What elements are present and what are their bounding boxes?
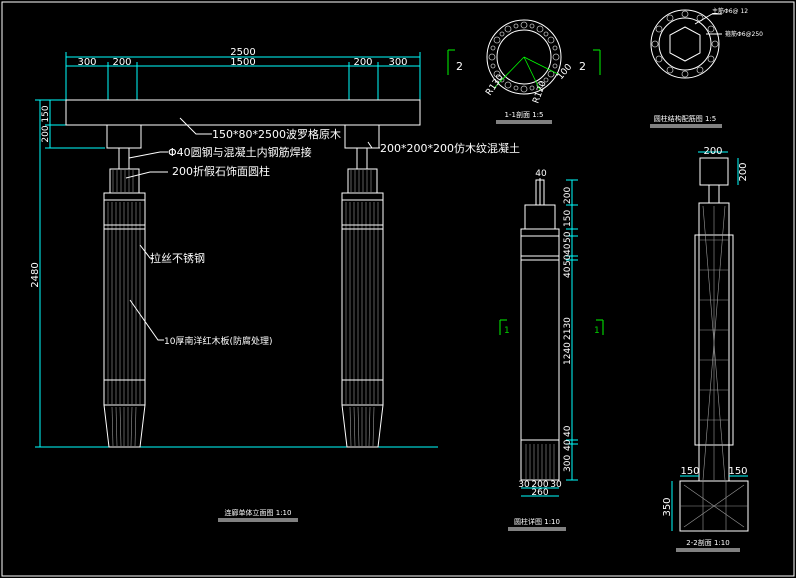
s22-top-dim: 200 xyxy=(703,146,722,157)
elevation-view: 2500 300 200 1500 200 300 200 150 2480 xyxy=(30,47,520,522)
col-dim-2130: 2130 xyxy=(563,317,573,340)
radius-100: 100 xyxy=(556,62,575,82)
col-bottom-30a: 30 xyxy=(518,480,530,490)
callout-steel: Φ40圆钢与混凝土内钢筋焊接 xyxy=(168,145,312,159)
structure-note-main-bar: 主筋Φ6@ 12 xyxy=(712,7,748,15)
col-dim-300: 300 xyxy=(563,455,573,472)
col-dim-50b: 50 xyxy=(563,254,573,266)
dim-seg-3: 1500 xyxy=(230,57,255,68)
right-column xyxy=(341,124,384,448)
dim-left-top: 200 150 xyxy=(41,105,51,142)
dim-seg-4: 200 xyxy=(353,57,372,68)
dim-seg-5: 300 xyxy=(388,57,407,68)
callout-column: 200折假石饰面圆柱 xyxy=(172,164,270,178)
col-section-mark-right: 1 xyxy=(594,326,600,336)
s22-right-dim: 200 xyxy=(738,162,749,181)
col-dim-40a: 40 xyxy=(563,243,573,255)
col-dim-150: 150 xyxy=(563,210,573,227)
section-1-1: R130 R120 100 2 2 1-1剖面 1:5 xyxy=(447,19,601,124)
column-top-dim: 40 xyxy=(535,169,547,179)
column-detail-title: 圆柱详图 1:10 xyxy=(514,517,560,526)
col-dim-50a: 50 xyxy=(563,231,573,243)
s22-base-dim-right: 150 xyxy=(728,466,747,477)
col-dim-40c: 40 xyxy=(563,425,573,437)
radius-r130: R130 xyxy=(484,73,506,98)
callout-beam: 150*80*2500波罗格原木 xyxy=(212,127,341,141)
radius-r120: R120 xyxy=(531,79,549,105)
structure-note-stirrup: 箍筋Φ6@250 xyxy=(725,30,763,38)
s22-base-height: 350 xyxy=(662,497,673,516)
col-section-mark-left: 1 xyxy=(504,326,510,336)
col-bottom-30b: 30 xyxy=(550,480,562,490)
structure-section: 主筋Φ6@ 12 箍筋Φ6@250 圆柱结构配筋图 1:5 xyxy=(650,7,763,128)
col-dim-40b: 40 xyxy=(563,266,573,278)
s22-base-dim-left: 150 xyxy=(680,466,699,477)
callout-stainless: 拉丝不锈钢 xyxy=(150,251,205,265)
col-dim-200: 200 xyxy=(563,187,573,204)
callout-wood: 10厚南洋红木板(防腐处理) xyxy=(164,335,272,347)
section22-title: 2-2剖面 1:10 xyxy=(686,538,729,547)
section-label-2-left: 2 xyxy=(456,60,463,73)
dim-total-2500: 2500 xyxy=(230,47,255,58)
left-column xyxy=(103,124,146,448)
section-label-2-right: 2 xyxy=(579,60,586,73)
elevation-title: 连廊单体立面图 1:10 xyxy=(225,508,292,517)
dim-seg-1: 300 xyxy=(77,57,96,68)
col-dim-1240: 1240 xyxy=(563,342,573,365)
col-dim-40d: 40 xyxy=(563,439,573,451)
col-bottom-total: 260 xyxy=(531,488,548,498)
timber-beam xyxy=(65,99,421,126)
col-bottom-200: 200 xyxy=(531,480,548,490)
callout-concrete-block: 200*200*200仿木纹混凝土 xyxy=(380,141,520,155)
section11-title: 1-1剖面 1:5 xyxy=(505,110,544,119)
column-detail: 40 200 150 50 40 50 40 2130 1240 40 xyxy=(499,169,604,531)
structure-title: 圆柱结构配筋图 1:5 xyxy=(654,114,717,123)
section-2-2: 200 200 150 150 350 2-2剖面 1:10 xyxy=(662,146,749,552)
dim-seg-2: 200 xyxy=(112,57,131,68)
dim-left-height: 2480 xyxy=(30,262,41,287)
